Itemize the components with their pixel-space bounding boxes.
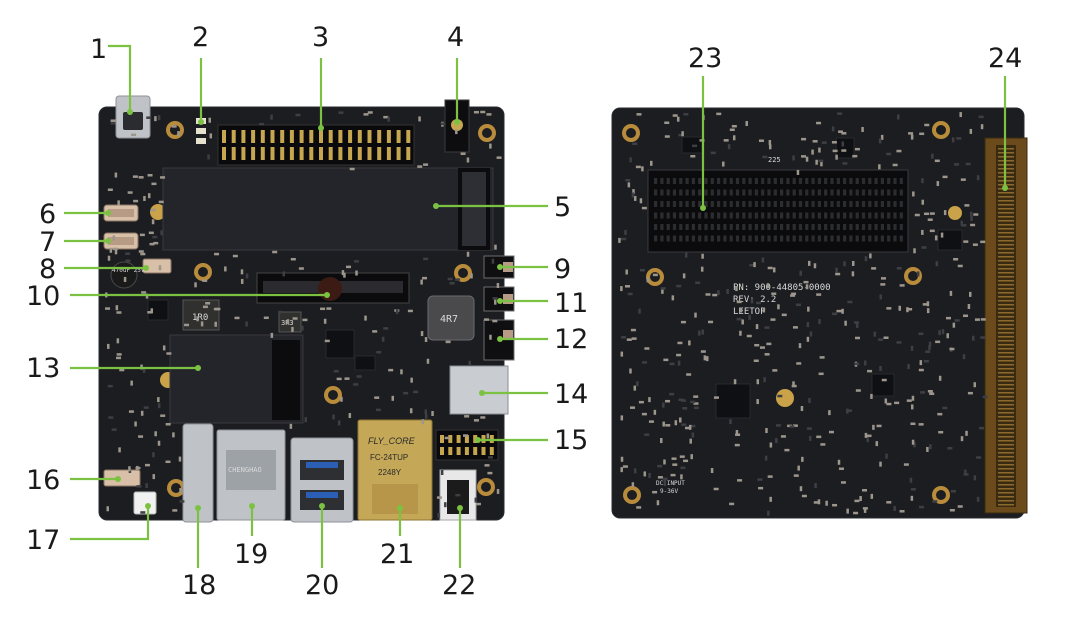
ethernet-right-code: 2248Y xyxy=(378,468,402,477)
callout-dot-8 xyxy=(143,265,149,271)
callout-label-10: 10 xyxy=(26,281,60,312)
callout-label-4: 4 xyxy=(447,22,464,53)
callout-dot-2 xyxy=(198,119,204,125)
inductor-1r0-label: 1R0 xyxy=(192,313,208,323)
revision-label: REV: 2.2 xyxy=(733,295,776,305)
electrolytic-capacitor xyxy=(110,261,138,289)
callout-dot-23 xyxy=(700,205,706,211)
callout-label-15: 15 xyxy=(554,425,588,456)
back-ic-main xyxy=(715,383,751,419)
callout-dot-24 xyxy=(1002,185,1008,191)
callout-label-20: 20 xyxy=(305,570,339,601)
callout-label-19: 19 xyxy=(234,539,268,570)
big-inductor xyxy=(427,295,475,341)
callout-dot-6 xyxy=(105,210,111,216)
callout-dot-17 xyxy=(145,503,151,509)
camera-connector xyxy=(256,272,410,304)
callout-label-12: 12 xyxy=(554,324,588,355)
back-ic-2 xyxy=(871,373,895,397)
callout-label-8: 8 xyxy=(39,254,56,285)
back-ic-4 xyxy=(835,137,855,159)
front-board: 40 2 470uF 25V xyxy=(98,95,515,523)
callout-label-13: 13 xyxy=(26,353,60,384)
dc-input-label: DC INPUT xyxy=(656,480,685,487)
ethernet-port-right: FLY_CORE FC-24TUP 2248Y xyxy=(357,419,433,521)
back-board: PN: 900-44805-0000 REV: 2.2 LEETOP DC IN… xyxy=(611,107,1028,519)
m2-key-m-slot xyxy=(162,167,494,251)
ethernet-right-brand: FLY_CORE xyxy=(368,436,416,446)
vendor-label: LEETOP xyxy=(733,307,766,317)
capacitor-label: 470uF 25V xyxy=(112,267,145,274)
callout-label-6: 6 xyxy=(39,199,56,230)
ethernet-port-left: CHENGHAO xyxy=(216,429,286,521)
callout-dot-20 xyxy=(319,503,325,509)
jumper-connector-8 xyxy=(142,258,172,274)
callout-dot-5 xyxy=(433,203,439,209)
gpio-header-40pin: 40 2 xyxy=(217,124,415,181)
callout-dot-7 xyxy=(105,238,111,244)
ic-chip-2 xyxy=(147,299,169,321)
part-number-label: PN: 900-44805-0000 xyxy=(733,283,831,293)
dc-voltage-label: 9-36V xyxy=(660,488,678,495)
module-connector-699pin xyxy=(647,169,909,253)
ic-chip-3 xyxy=(354,355,376,371)
callout-dot-21 xyxy=(397,505,403,511)
callout-label-24: 24 xyxy=(988,43,1022,74)
callout-label-23: 23 xyxy=(688,43,722,74)
front-smd-components xyxy=(105,110,502,518)
back-ic-3 xyxy=(681,136,703,154)
big-inductor-label: 4R7 xyxy=(440,314,458,325)
ethernet-left-label: CHENGHAO xyxy=(228,466,262,474)
back-ic-5 xyxy=(937,229,963,251)
callout-dot-16 xyxy=(115,476,121,482)
callout-label-17: 17 xyxy=(26,525,60,556)
callout-dot-14 xyxy=(479,390,485,396)
callout-dot-3 xyxy=(318,125,324,131)
back-smd-components xyxy=(618,112,988,516)
callout-dot-15 xyxy=(475,437,481,443)
chip-mark-label: 225 xyxy=(768,156,781,164)
callout-dot-19 xyxy=(249,503,255,509)
usb-c-opening xyxy=(123,112,143,130)
fan-connector-6 xyxy=(103,204,139,222)
usb3-port xyxy=(290,437,354,523)
callout-dot-10 xyxy=(324,292,330,298)
callout-dot-18 xyxy=(195,505,201,511)
sd-card-slot xyxy=(449,365,509,415)
callout-label-14: 14 xyxy=(554,379,588,410)
callout-dot-9 xyxy=(497,264,503,270)
callout-label-7: 7 xyxy=(39,227,56,258)
callout-label-16: 16 xyxy=(26,465,60,496)
callout-dot-1 xyxy=(127,109,133,115)
callout-label-22: 22 xyxy=(442,570,476,601)
callout-dot-12 xyxy=(497,336,503,342)
callout-dot-22 xyxy=(457,505,463,511)
back-mounting-holes xyxy=(622,121,962,504)
callout-dot-13 xyxy=(195,365,201,371)
callout-dot-11 xyxy=(497,298,503,304)
callout-label-1: 1 xyxy=(90,34,107,65)
callout-dot-4 xyxy=(454,119,460,125)
callout-leader-17 xyxy=(70,506,150,541)
side-edge-connector xyxy=(984,137,1028,514)
callout-label-18: 18 xyxy=(182,570,216,601)
ic-chip-1 xyxy=(325,329,355,359)
ethernet-right-model: FC-24TUP xyxy=(370,453,408,462)
callout-label-11: 11 xyxy=(554,288,588,319)
inductor-3r3 xyxy=(278,311,302,333)
callout-label-9: 9 xyxy=(554,254,571,285)
connector-17 xyxy=(133,491,157,515)
callout-label-2: 2 xyxy=(192,22,209,53)
callout-label-5: 5 xyxy=(554,192,571,223)
m2-key-e-slot xyxy=(169,334,304,424)
callout-label-21: 21 xyxy=(380,539,414,570)
callout-label-3: 3 xyxy=(312,22,329,53)
callout-leader-1 xyxy=(108,44,132,112)
